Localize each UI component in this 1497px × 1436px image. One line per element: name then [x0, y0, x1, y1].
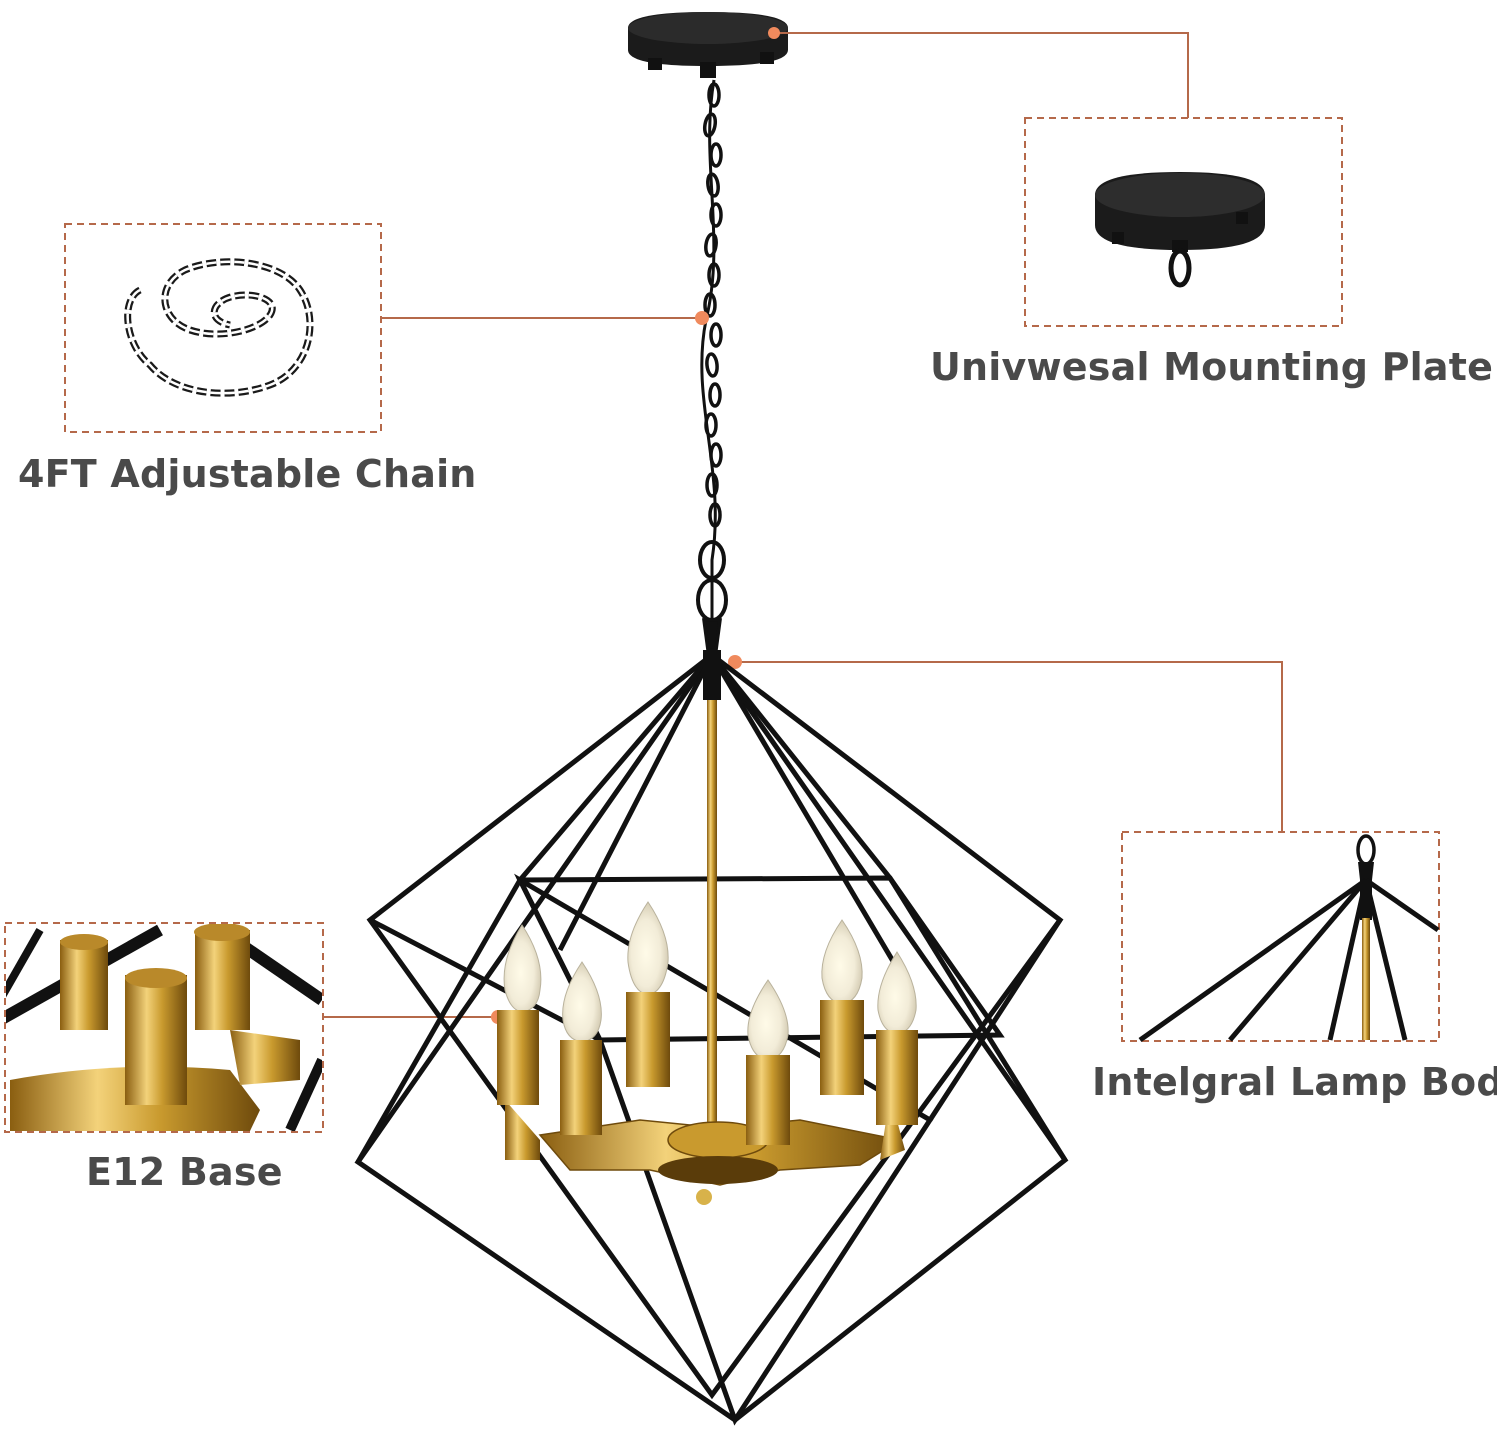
callout-lines	[323, 32, 1283, 1018]
mounting-plate-icon	[1095, 172, 1265, 288]
callout-dots	[491, 27, 780, 1024]
mounting-plate-label: Univwesal Mounting Plate	[930, 345, 1494, 389]
candelabra-base	[505, 1095, 905, 1205]
chain-label: 4FT Adjustable Chain	[18, 452, 477, 496]
plate-inset	[1024, 117, 1343, 327]
ceiling-canopy	[628, 12, 788, 78]
chain-coil-icon	[124, 258, 314, 397]
center-rod	[703, 650, 721, 1140]
hanging-chain	[696, 79, 728, 652]
socket-closeup-icon	[6, 924, 322, 1131]
candle-bulbs	[497, 901, 918, 1145]
e12-base-label: E12 Base	[86, 1150, 283, 1194]
lamp-body-closeup-icon	[1138, 834, 1440, 1043]
body-inset	[1121, 831, 1440, 1043]
base-inset	[4, 922, 324, 1133]
chain-inset	[64, 223, 382, 433]
lamp-body-label: Intelgral Lamp Body	[1092, 1060, 1497, 1104]
